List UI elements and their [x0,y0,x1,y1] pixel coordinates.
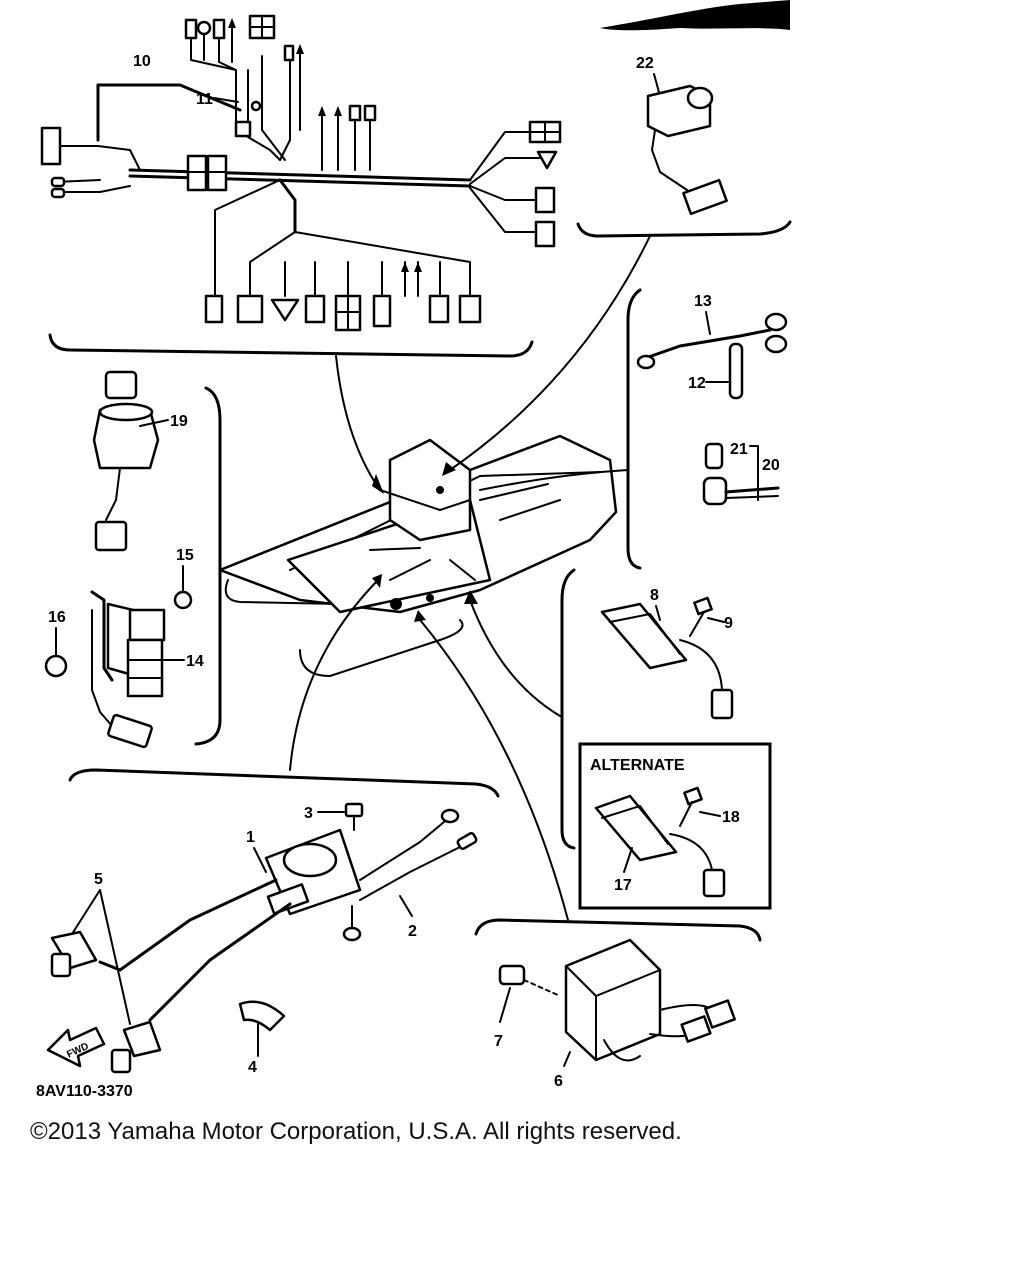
callout-7: 7 [494,1033,503,1050]
callout-9: 9 [724,615,733,632]
callout-19: 19 [170,413,188,430]
callout-14: 14 [186,653,204,670]
switch-22-group: 22 [576,55,792,238]
scan-smudge [600,0,790,31]
parts-12-13-20-21-group: 13 12 21 20 [626,288,788,570]
snowmobile-chassis [218,235,651,921]
callout-2: 2 [408,923,417,940]
wire-harness-group: 10 11 [40,14,562,358]
callout-11: 11 [196,91,213,108]
callout-4: 4 [248,1059,257,1076]
forward-arrow-icon: FWD [46,1026,106,1068]
alternate-box: ALTERNATE 18 17 [578,742,772,910]
callout-13: 13 [694,293,712,310]
callout-16: 16 [48,609,66,626]
callout-3: 3 [304,805,313,822]
ignitor-6-7-group: 7 6 [474,918,762,1090]
alternate-label: ALTERNATE [590,757,685,774]
ignition-coil-group: 3 1 2 5 4 FWD 8AV110-3370 [36,768,500,1100]
relay-14-15-16-group: 15 16 14 [44,547,204,749]
callout-6: 6 [554,1073,563,1090]
callout-1: 1 [246,829,255,846]
callout-10: 10 [133,53,151,70]
callout-5: 5 [94,871,103,888]
callout-15: 15 [176,547,194,564]
callout-20: 20 [762,457,780,474]
callout-22: 22 [636,55,654,72]
copyright-notice: ©2013 Yamaha Motor Corporation, U.S.A. A… [30,1118,682,1145]
drawing-code: 8AV110-3370 [36,1083,133,1100]
callout-21: 21 [730,441,748,458]
callout-12: 12 [688,375,706,392]
callout-17: 17 [614,877,632,894]
callout-18: 18 [722,809,740,826]
cdi-8-9-group: 8 9 [560,568,734,850]
callout-8: 8 [650,587,659,604]
